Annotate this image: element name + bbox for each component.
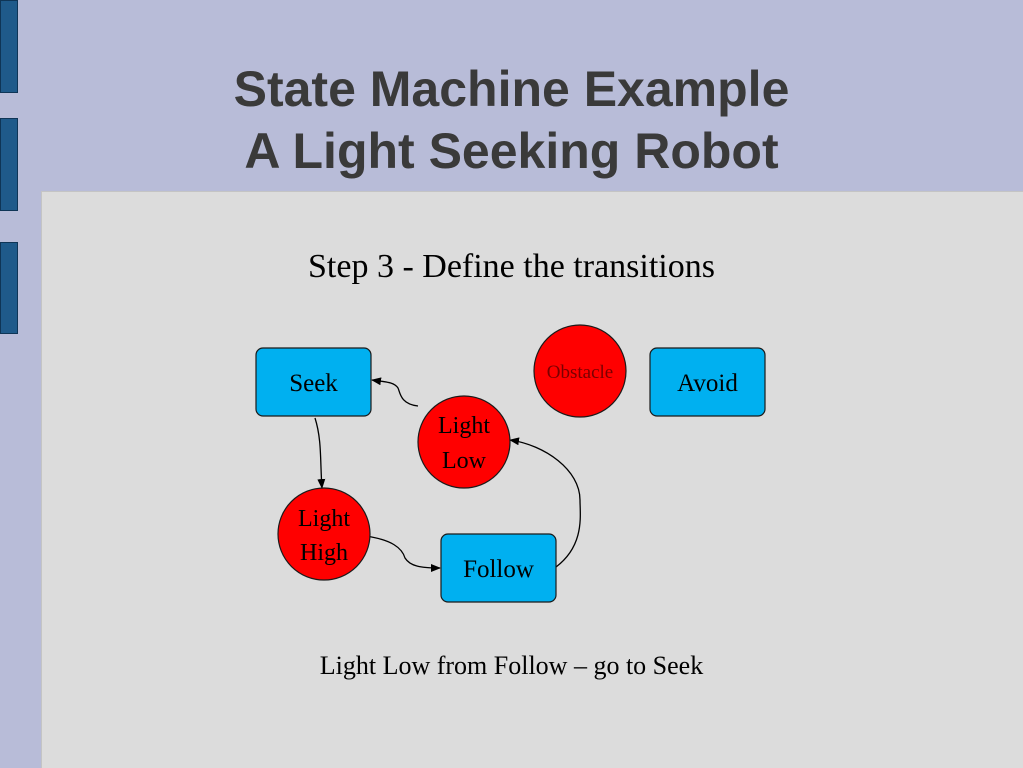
step-subtitle: Step 3 - Define the transitions [308, 248, 715, 285]
event-light-low: Light Low [417, 395, 511, 489]
state-follow: Follow [440, 533, 557, 603]
transition-follow-to-light-low [509, 437, 581, 568]
state-seek-label: Seek [289, 370, 338, 397]
event-light-low-line1: Light [438, 413, 490, 439]
event-light-high: Light High [277, 487, 371, 581]
state-avoid: Avoid [649, 347, 766, 417]
accent-bar-1 [0, 0, 18, 93]
event-light-high-line1: Light [298, 506, 350, 532]
accent-bar-2 [0, 118, 18, 211]
state-avoid-label: Avoid [677, 370, 738, 397]
event-obstacle: Obstacle [533, 324, 627, 418]
transition-light-low-to-seek [371, 377, 419, 407]
state-seek: Seek [255, 347, 372, 417]
state-follow-label: Follow [463, 556, 534, 583]
title-line-1: State Machine Example [233, 61, 790, 117]
event-light-low-line2: Low [442, 448, 487, 474]
title-line-2: A Light Seeking Robot [244, 123, 779, 179]
transition-seek-to-light-high [314, 417, 326, 489]
event-obstacle-label: Obstacle [547, 362, 613, 383]
accent-bar-3 [0, 242, 18, 334]
transition-light-high-to-follow [365, 535, 441, 572]
event-light-high-line2: High [300, 540, 348, 566]
slide-title: State Machine Example A Light Seeking Ro… [0, 58, 1023, 182]
content-panel [41, 191, 1023, 768]
transition-caption: Light Low from Follow – go to Seek [319, 651, 704, 680]
